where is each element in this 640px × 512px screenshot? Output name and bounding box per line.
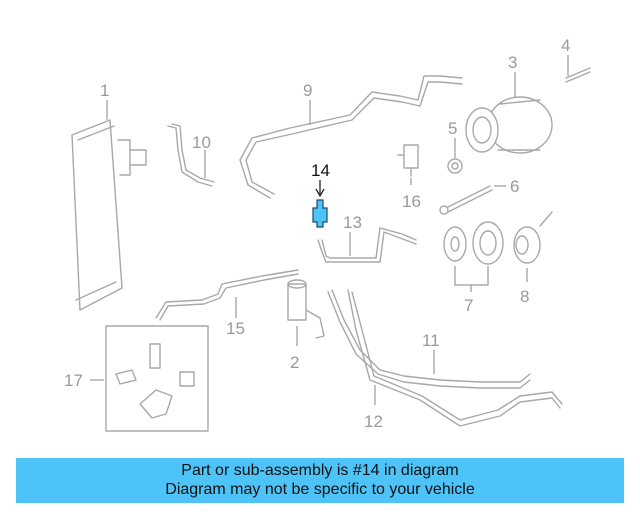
part-5-nut[interactable] bbox=[447, 158, 463, 174]
banner-line-disclaimer: Diagram may not be specific to your vehi… bbox=[165, 481, 475, 498]
label-4: 4 bbox=[561, 36, 570, 55]
label-2: 2 bbox=[290, 353, 299, 372]
label-11: 11 bbox=[422, 331, 440, 350]
part-10-hose[interactable] bbox=[167, 123, 215, 187]
part-3-compressor[interactable] bbox=[465, 96, 553, 154]
label-9: 9 bbox=[303, 81, 312, 100]
leader-14 bbox=[315, 180, 325, 198]
part-2-drier[interactable] bbox=[287, 279, 325, 339]
label-12: 12 bbox=[364, 412, 383, 431]
part-15-hose[interactable] bbox=[155, 269, 299, 321]
part-1-condenser[interactable] bbox=[71, 119, 147, 311]
part-7-clutch[interactable] bbox=[443, 221, 504, 265]
label-1: 1 bbox=[100, 81, 109, 100]
part-13-line[interactable] bbox=[317, 227, 417, 263]
label-5: 5 bbox=[448, 119, 457, 138]
part-16-bracket[interactable] bbox=[397, 144, 419, 177]
label-14: 14 bbox=[311, 161, 330, 180]
parts-diagram: 1 10 9 3 4 5 16 bbox=[64, 36, 591, 432]
part-11-line[interactable] bbox=[327, 289, 531, 389]
leader-7 bbox=[454, 266, 489, 292]
label-17: 17 bbox=[64, 371, 83, 390]
label-16: 16 bbox=[402, 192, 421, 211]
part-9-hose[interactable] bbox=[239, 75, 463, 199]
label-3: 3 bbox=[508, 53, 517, 72]
part-4-rod[interactable] bbox=[565, 67, 591, 83]
label-10: 10 bbox=[192, 133, 211, 152]
part-12-line[interactable] bbox=[347, 289, 563, 427]
part-17-inset[interactable] bbox=[105, 325, 209, 432]
label-7: 7 bbox=[464, 296, 473, 315]
label-15: 15 bbox=[226, 319, 245, 338]
part-8-coil[interactable] bbox=[513, 211, 553, 264]
part-6-bolt[interactable] bbox=[439, 185, 493, 215]
banner-line-part: Part or sub-assembly is #14 in diagram bbox=[181, 462, 459, 479]
part-14-switch[interactable] bbox=[312, 199, 328, 228]
label-8: 8 bbox=[520, 287, 529, 306]
info-banner: Part or sub-assembly is #14 in diagram D… bbox=[16, 458, 624, 503]
label-6: 6 bbox=[510, 177, 519, 196]
label-13: 13 bbox=[343, 213, 362, 232]
